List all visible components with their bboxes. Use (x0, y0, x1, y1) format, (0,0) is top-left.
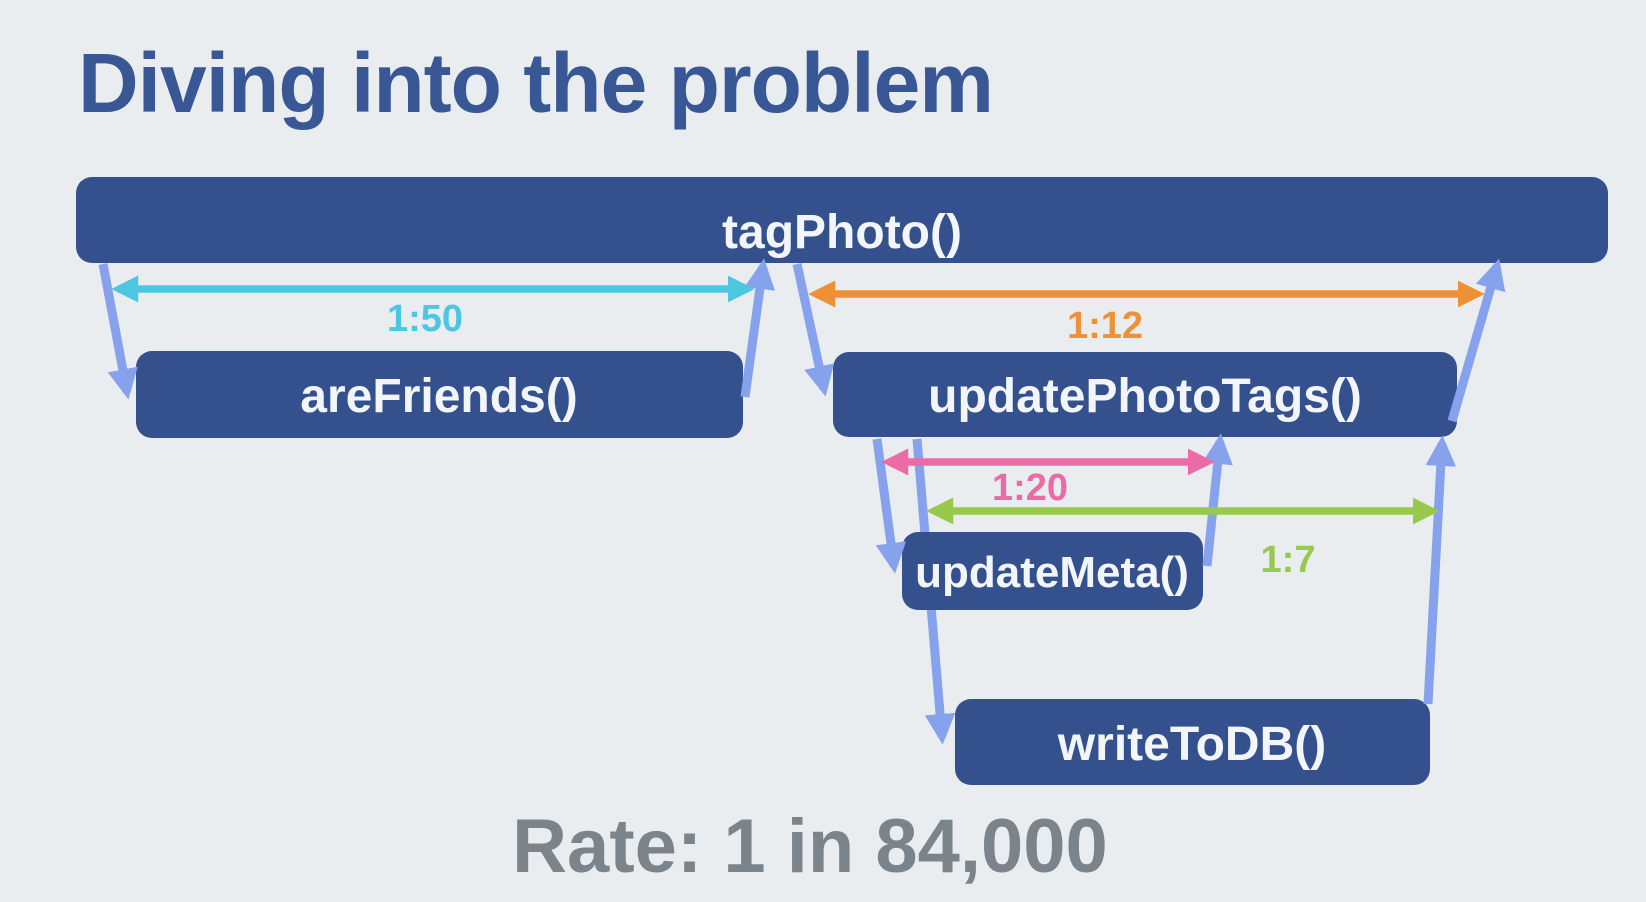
ratio-updatephototags-updatemeta: 1:20 (881, 448, 1215, 509)
node-updatemeta-label: updateMeta() (915, 548, 1189, 597)
node-tagphoto: tagPhoto() (76, 177, 1608, 263)
node-tagphoto-box (76, 177, 1608, 263)
ratio-label-1-12: 1:12 (1067, 305, 1143, 347)
ratio-label-1-7: 1:7 (1261, 539, 1316, 581)
call-arrow-tagphoto-updatephototags (792, 263, 835, 397)
return-arrow-updatephototags-tagphoto (1447, 258, 1506, 423)
ratio-label-1-20: 1:20 (992, 467, 1068, 509)
node-tagphoto-label: tagPhoto() (722, 206, 962, 259)
node-writetodb-label: writeToDB() (1057, 718, 1326, 771)
return-arrow-writetodb-updatephototags (1423, 435, 1457, 705)
node-arefriends-label: areFriends() (300, 370, 577, 423)
node-arefriends-box (136, 351, 743, 438)
node-updatephototags: updatePhotoTags() (833, 352, 1457, 437)
ratio-updatephototags-writetodb: 1:7 (926, 497, 1440, 581)
call-arrow-tagphoto-arefriends (98, 263, 138, 400)
node-updatemeta: updateMeta() (902, 532, 1203, 610)
ratio-label-1-50: 1:50 (387, 298, 463, 340)
ratio-tagphoto-arefriends: 1:50 (111, 275, 755, 340)
return-arrow-updatemeta-updatephototags (1202, 433, 1233, 567)
node-writetodb-box (955, 699, 1430, 785)
page-title: Diving into the problem (78, 36, 993, 130)
return-arrow-arefriends-tagphoto (740, 258, 776, 398)
ratio-tagphoto-updatephototags: 1:12 (808, 280, 1485, 347)
call-arrow-updatephototags-updatemeta (872, 438, 907, 574)
node-writetodb: writeToDB() (955, 699, 1430, 785)
node-updatemeta-box (902, 532, 1203, 610)
node-updatephototags-box (833, 352, 1457, 437)
node-updatephototags-label: updatePhotoTags() (928, 370, 1362, 423)
node-arefriends: areFriends() (136, 351, 743, 438)
rate-text: Rate: 1 in 84,000 (512, 804, 1108, 889)
